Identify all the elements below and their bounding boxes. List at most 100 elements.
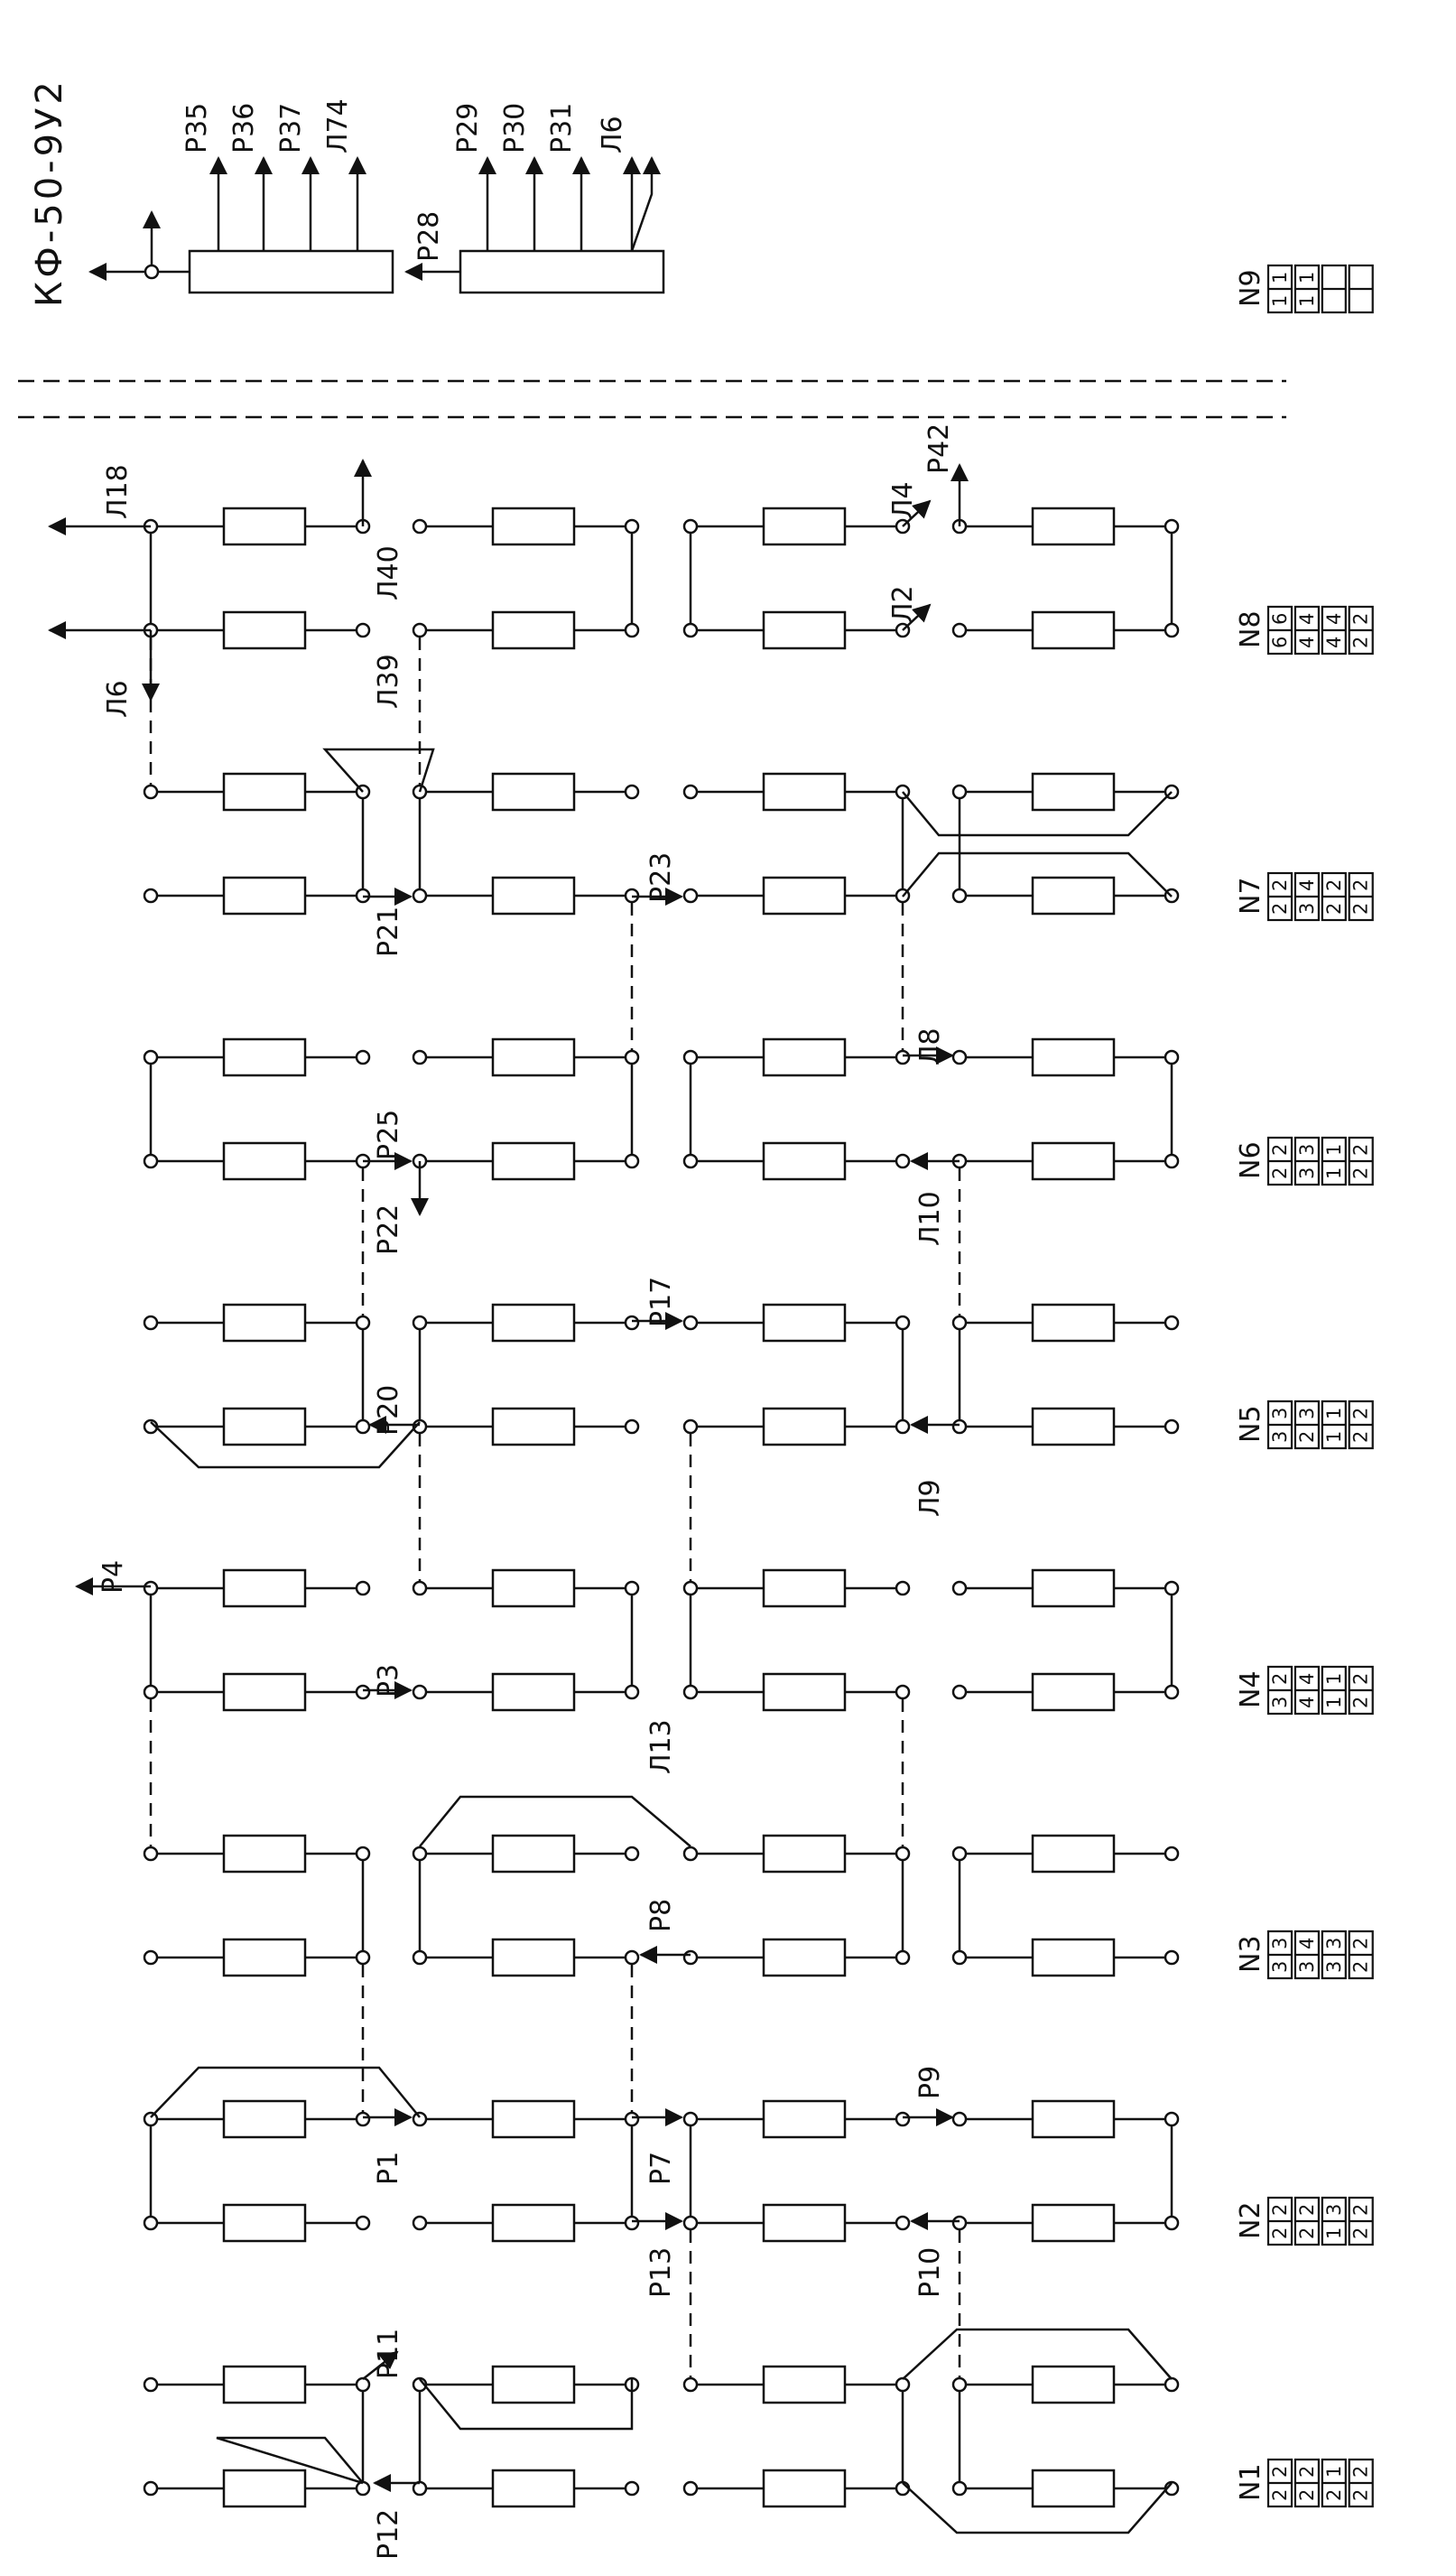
dashed-links [149,637,961,2377]
label-l8: Л8 [914,1028,946,1065]
relay-box [222,2469,307,2508]
node-cell: 2 [1350,2466,1372,2478]
node-cell: 1 [1323,1167,1345,1179]
relay-box [222,1303,307,1343]
terminal-node [355,2215,371,2231]
node-cell: 4 [1296,879,1318,891]
label-r9: Р9 [914,2066,946,2099]
terminal-node [951,1684,968,1700]
node-cell: 2 [1323,903,1345,915]
node-cell: 2 [1350,903,1372,915]
terminal-node [895,1315,911,1331]
relay-box [762,610,847,650]
node-cell: 2 [1350,1961,1372,1973]
label-r20: Р20 [373,1385,404,1436]
node-cell: 1 [1296,272,1318,284]
terminal-node [624,784,640,800]
terminal-node [143,1684,159,1700]
terminal-node [624,1949,640,1966]
node-cell: 1 [1323,1673,1345,1685]
label-r13: Р13 [645,2247,677,2298]
terminal-node [682,1153,699,1169]
terminal-node [412,1846,428,1862]
node-cell: 2 [1323,879,1345,891]
terminal-node [951,622,968,638]
terminal-node [682,1846,699,1862]
relay-box [762,1834,847,1874]
terminal-node [624,1315,640,1331]
node-cell: 1 [1323,1144,1345,1156]
relay-box [491,876,576,916]
top-block-right [459,249,665,294]
relay-box [222,507,307,546]
terminal-node [895,1949,911,1966]
terminal-node [951,1846,968,1862]
node-name: N3 [1235,1935,1266,1973]
node-cell: 2 [1296,2227,1318,2239]
relay-box [762,1141,847,1181]
terminal-node [355,2111,371,2127]
node-cell: 2 [1350,637,1372,648]
relay-box [762,1938,847,1977]
top-label-r28: Р28 [413,211,445,262]
top-label-r30: Р30 [499,103,531,153]
relay-box [222,1672,307,1712]
terminal-node [1164,2111,1180,2127]
relay-box [762,1037,847,1077]
terminal-node [1164,1580,1180,1596]
node-cell: 2 [1269,903,1291,915]
node-cell: 4 [1296,613,1318,625]
terminal-node [624,2480,640,2497]
label-r42: Р42 [923,423,955,474]
label-r12: Р12 [373,2509,404,2560]
terminal-node [895,1684,911,1700]
node-cell: 2 [1269,1673,1291,1685]
terminal-node [682,2376,699,2393]
node-name: N2 [1235,2201,1266,2239]
label-l13: Л13 [645,1719,677,1774]
terminal-node [143,1580,159,1596]
node-name: N8 [1235,610,1266,648]
terminal-node [355,1949,371,1966]
terminal-node [951,1418,968,1435]
terminal-node [624,622,640,638]
terminal-node [143,888,159,904]
relay-box [491,1037,576,1077]
relay-box [491,772,576,812]
terminal-node [412,888,428,904]
terminal-node [143,2215,159,2231]
terminal-node [412,1580,428,1596]
node-cell: 3 [1296,903,1318,915]
terminal-node [682,784,699,800]
terminal-node [951,1580,968,1596]
terminal-node [355,1684,371,1700]
terminal-node [1164,2215,1180,2231]
node-cell: 1 [1269,295,1291,307]
terminal-node [355,1049,371,1065]
node-cell: 3 [1323,2204,1345,2216]
relay-box [1031,1141,1116,1181]
terminal-node [1164,1153,1180,1169]
terminal-node [624,1049,640,1065]
terminal-node [682,1315,699,1331]
relay-box [762,876,847,916]
node-name: N1 [1235,2463,1266,2501]
terminal-node [895,1846,911,1862]
relay-box [491,507,576,546]
top-block-left [188,249,394,294]
terminal-node [895,2215,911,2231]
relay-modules [143,507,1180,2508]
terminal-node [355,2376,371,2393]
node-cell: 1 [1296,295,1318,307]
node-cell: 3 [1269,1938,1291,1949]
node-cell: 2 [1350,879,1372,891]
node-cell: 3 [1296,1144,1318,1156]
terminal-node [682,2111,699,2127]
relay-box [1031,2365,1116,2404]
label-r7: Р7 [645,2152,677,2185]
node-cell: 3 [1296,1408,1318,1419]
